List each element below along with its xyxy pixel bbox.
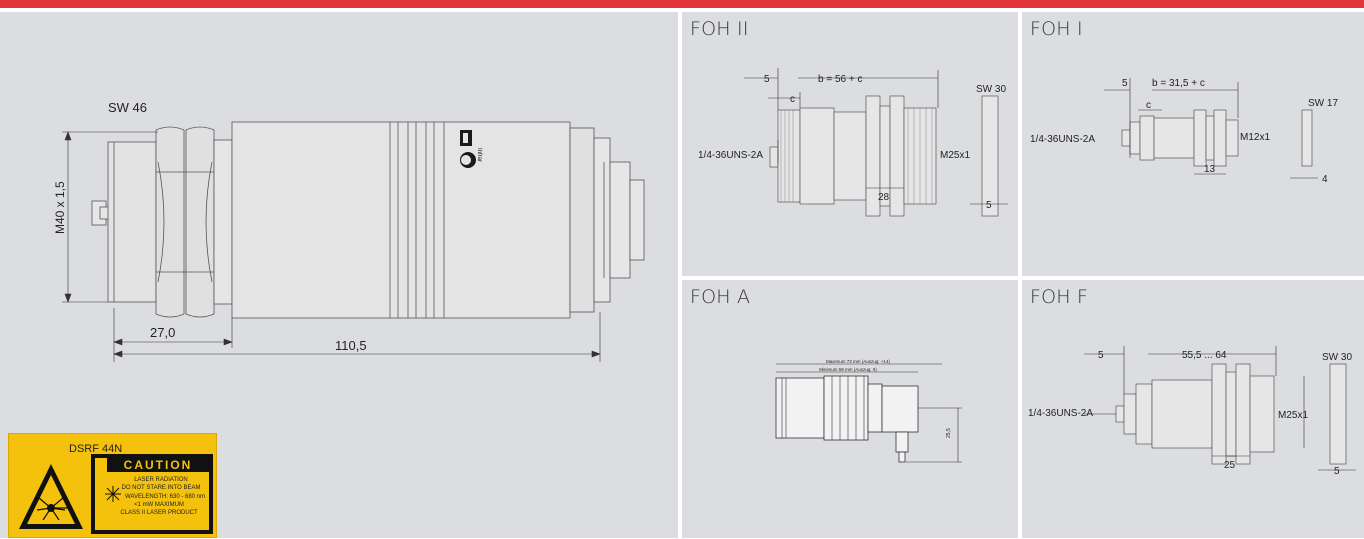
brand-logo-icon (460, 130, 476, 168)
dim-5: 5 (764, 74, 770, 85)
caution-line5: CLASS II LASER PRODUCT (120, 510, 198, 516)
caution-heading: CAUTION (124, 458, 193, 472)
thread-label: M40 x 1,5 (53, 181, 67, 234)
panel-title: FOH I (1030, 18, 1083, 40)
dim-28: 28 (878, 192, 890, 203)
caution-line1: LASER RADIATION (134, 477, 188, 483)
dim-min: Minimum 59 mm (Auszug: 0) (819, 367, 877, 372)
dim-27: 27,0 (150, 325, 175, 340)
dim-b: b = 31,5 + c (1152, 78, 1205, 89)
thread-out: M25x1 (940, 150, 970, 161)
panel-foh-a: FOH A Maximum 73 mm (Auszug: +14) Minimu… (682, 280, 1018, 538)
panel-title: FOH A (690, 286, 751, 308)
dim-5: 5 (1098, 350, 1104, 361)
laser-warning-icon (19, 464, 83, 529)
thread-in: 1/4-36UNS-2A (1028, 408, 1093, 419)
panel-title: FOH F (1030, 286, 1089, 308)
dim-13: 13 (1204, 164, 1216, 175)
panel-foh-ii: FOH II (682, 12, 1018, 276)
dim-max: Maximum 73 mm (Auszug: +14) (826, 359, 890, 364)
laser-caution-label: DSRF 44N CAUTION LASER RADIATION DO NOT … (8, 433, 217, 538)
logo-text: Infrar (476, 148, 482, 162)
caution-line2: DO NOT STARE INTO BEAM (121, 485, 200, 491)
caution-line4: <1 mW MAXIMUM (134, 502, 184, 508)
panel-foh-i: FOH I 5 b = 31,5 + c c 1/4-36UNS-2A M1 (1022, 12, 1364, 276)
dim-b: b = 56 + c (818, 74, 862, 85)
dim-side: 25,5 (946, 428, 952, 438)
dim-5: 5 (1122, 78, 1128, 89)
dim-c: c (790, 94, 795, 105)
sw46-label: SW 46 (108, 100, 147, 115)
dim-110: 110,5 (335, 338, 367, 353)
panel-title: FOH II (690, 18, 749, 40)
thread-out: M12x1 (1240, 132, 1270, 143)
thread-in: 1/4-36UNS-2A (1030, 134, 1095, 145)
thread-in: 1/4-36UNS-2A (698, 150, 763, 161)
sw30: SW 30 (1322, 352, 1352, 363)
caution-line3: WAVELENGTH: 630 - 680 nm (125, 494, 205, 500)
top-accent-bar (0, 0, 1364, 8)
sw30: SW 30 (976, 84, 1006, 95)
main-sensor-drawing: Infrar SW 46 M40 x 1,5 27,0 110,5 (53, 100, 645, 362)
dim-5b: 5 (1334, 466, 1340, 477)
caution-model: DSRF 44N (69, 443, 122, 455)
dim-5b: 5 (986, 200, 992, 211)
dim-c: c (1146, 100, 1151, 111)
dim-25: 25 (1224, 460, 1236, 471)
panel-foh-f: FOH F 5 55,5 ... 64 1/4-36UNS-2A M25x1 (1022, 280, 1364, 538)
laser-starburst-icon (105, 486, 121, 502)
dim-4: 4 (1322, 174, 1328, 185)
sw17: SW 17 (1308, 98, 1338, 109)
thread-out: M25x1 (1278, 410, 1308, 421)
dim-range: 55,5 ... 64 (1182, 350, 1227, 361)
